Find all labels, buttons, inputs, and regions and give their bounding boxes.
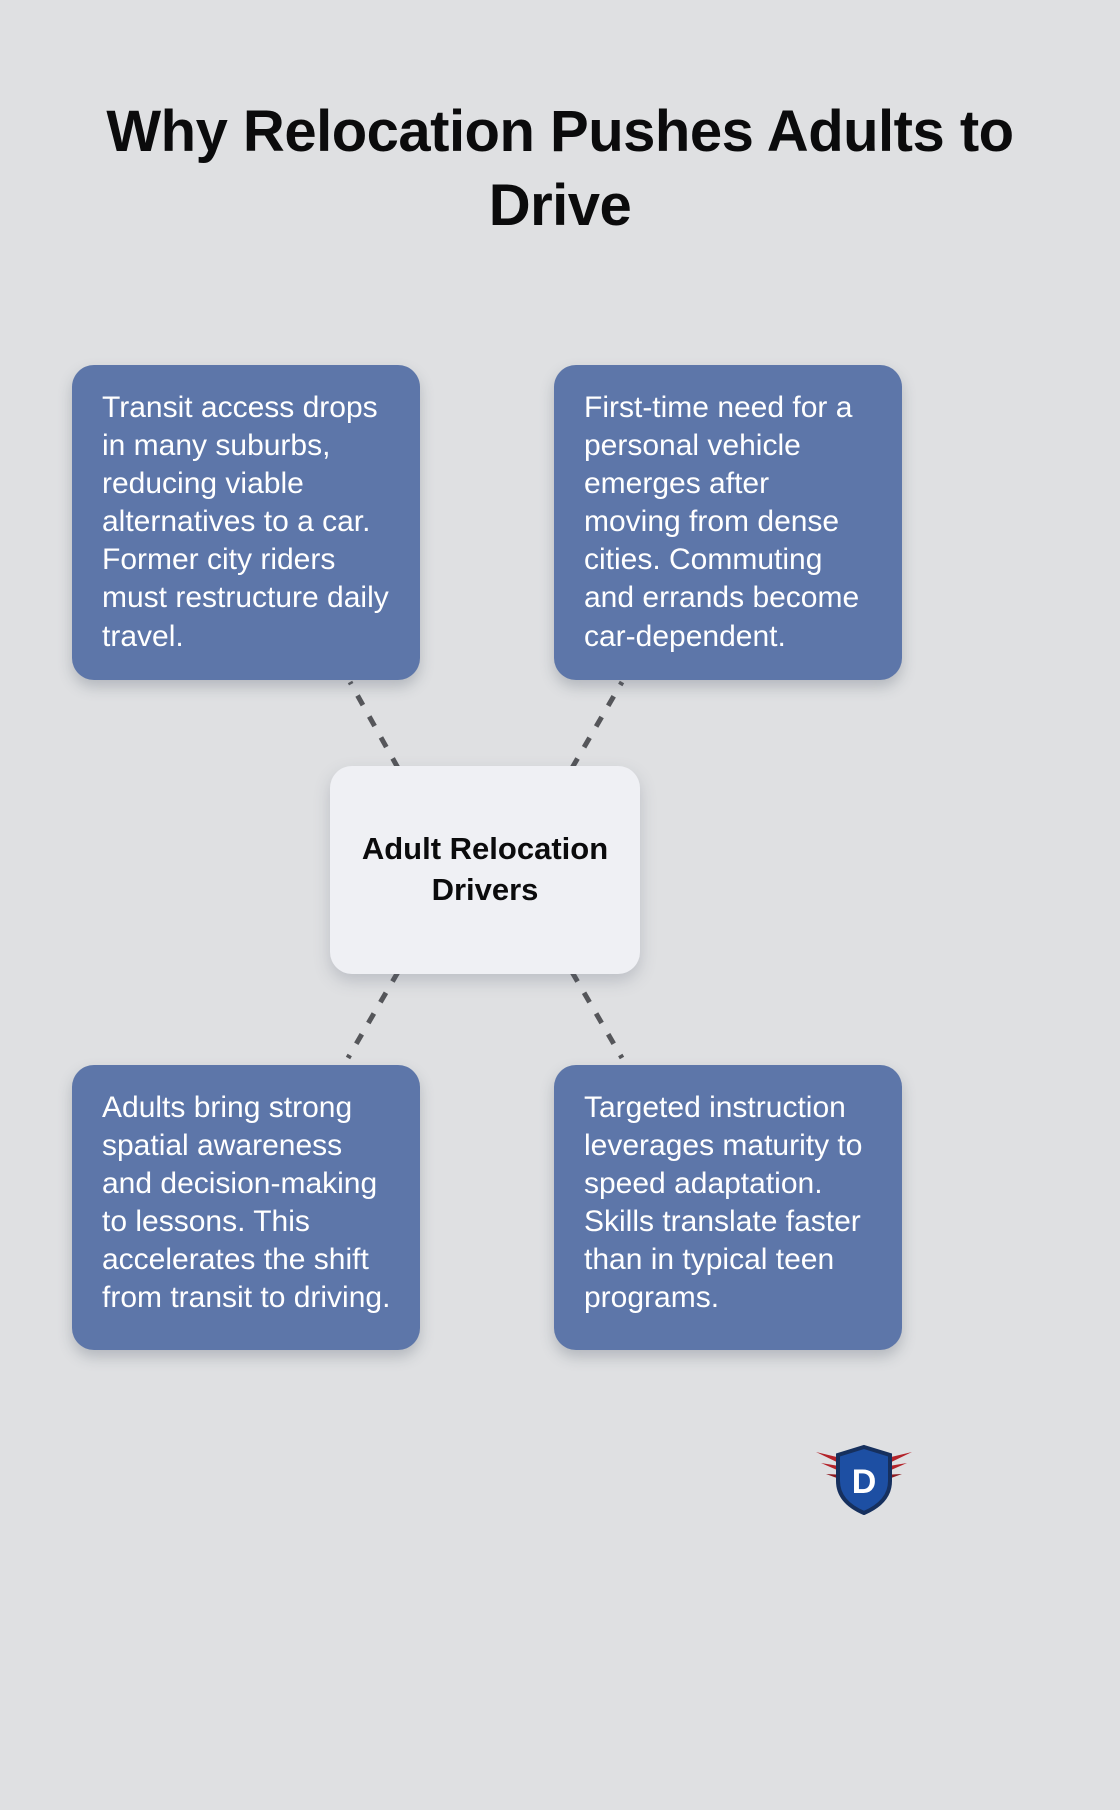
node-bottom-right-text: Targeted instruction leverages maturity … [584,1091,863,1315]
winged-shield-logo-icon: D [816,1444,912,1515]
connector-center-to-bottom-left [345,970,401,1060]
logo-letter: D [852,1463,877,1501]
node-top-left-text: Transit access drops in many suburbs, re… [102,391,389,653]
connector-center-to-top-right [569,680,625,770]
logo-shield [836,1444,892,1515]
node-top-right-text: First-time need for a personal vehicle e… [584,391,860,653]
connector-center-to-bottom-right [569,970,625,1060]
node-top-right[interactable]: First-time need for a personal vehicle e… [554,365,902,680]
center-node[interactable]: Adult Relocation Drivers [330,766,640,974]
page-title: Why Relocation Pushes Adults to Drive [106,99,1014,238]
center-node-label: Adult Relocation Drivers [361,831,609,907]
node-top-left[interactable]: Transit access drops in many suburbs, re… [72,365,420,680]
node-bottom-left[interactable]: Adults bring strong spatial awareness an… [72,1065,420,1350]
node-bottom-right[interactable]: Targeted instruction leverages maturity … [554,1065,902,1350]
connector-center-to-top-left [347,680,401,770]
node-bottom-left-text: Adults bring strong spatial awareness an… [102,1091,391,1315]
